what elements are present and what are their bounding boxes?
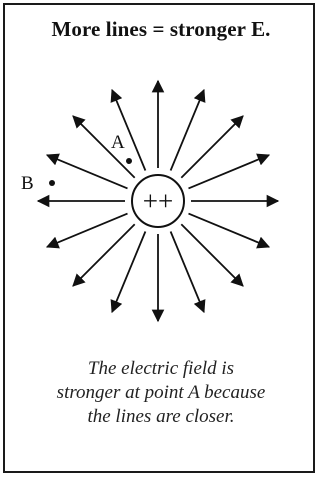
charge-label: ++: [143, 186, 173, 216]
field-diagram: ++ A B: [21, 79, 280, 323]
point-b-label: B: [21, 173, 34, 194]
field-line-arrow: [45, 153, 128, 190]
figure-frame: More lines = stronger E. ++ A B The elec…: [3, 3, 315, 473]
caption-line-3: the lines are closer.: [87, 406, 235, 427]
field-line-arrow: [72, 115, 136, 179]
charge-circle: [131, 174, 185, 228]
figure-title: More lines = stronger E.: [51, 17, 271, 41]
field-line-arrow: [180, 223, 244, 287]
field-line-arrow: [45, 212, 128, 249]
field-line-arrow: [188, 153, 271, 190]
caption-line-2: stronger at point A because: [56, 382, 266, 403]
caption-line-1: The electric field is: [87, 358, 235, 379]
field-line-arrow: [110, 88, 147, 171]
field-line-arrow: [169, 231, 206, 314]
field-line-arrow: [180, 115, 244, 179]
field-lines: [36, 79, 280, 323]
point-b-dot: [49, 180, 55, 186]
field-line-arrow: [72, 223, 136, 287]
field-line-arrow: [110, 231, 147, 314]
point-a-label: A: [111, 132, 125, 153]
point-a-dot: [126, 158, 132, 164]
field-line-arrow: [169, 88, 206, 171]
figure-caption: The electric field is stronger at point …: [5, 357, 317, 429]
field-line-arrow: [188, 212, 271, 249]
